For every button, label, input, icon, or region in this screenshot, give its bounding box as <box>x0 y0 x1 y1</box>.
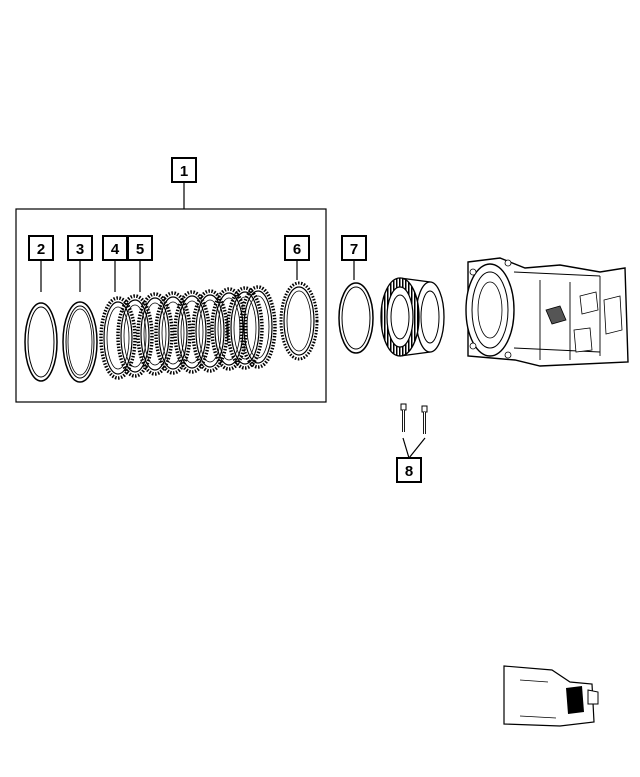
callout-1[interactable]: 1 <box>171 157 197 183</box>
callout-4[interactable]: 4 <box>102 235 128 261</box>
locator-thumbnail <box>503 665 599 727</box>
callout-4-label: 4 <box>111 241 120 258</box>
clutch-plate-2[interactable] <box>154 291 192 375</box>
callout-6[interactable]: 6 <box>284 235 310 261</box>
callout-7[interactable]: 7 <box>341 235 367 261</box>
clutch-disc-3[interactable] <box>173 290 211 374</box>
clutch-pack <box>99 285 277 380</box>
clutch-plate-3[interactable] <box>191 289 229 373</box>
clutch-hub[interactable] <box>380 277 445 357</box>
bolts[interactable] <box>400 403 428 434</box>
snap-ring[interactable] <box>24 302 58 382</box>
spacer-ring[interactable] <box>338 282 374 354</box>
callout-2-label: 2 <box>37 241 45 258</box>
clutch-disc-5[interactable] <box>239 285 277 369</box>
callout-8[interactable]: 8 <box>396 457 422 483</box>
callout-7-label: 7 <box>350 241 358 258</box>
pressure-plate[interactable] <box>62 301 98 383</box>
clutch-plate-4[interactable] <box>226 286 264 370</box>
callout-8-leader-b <box>408 437 426 459</box>
clutch-disc[interactable] <box>99 296 137 380</box>
clutch-plate[interactable] <box>116 294 154 378</box>
callout-5[interactable]: 5 <box>127 235 153 261</box>
callout-8-label: 8 <box>405 463 413 480</box>
callout-8-leader-a <box>402 437 410 459</box>
callout-1-label: 1 <box>180 163 188 180</box>
clutch-pack-group-frame <box>15 208 327 403</box>
callout-5-label: 5 <box>136 241 144 258</box>
callout-2[interactable]: 2 <box>28 235 54 261</box>
reaction-plate[interactable] <box>279 281 319 361</box>
callout-3-label: 3 <box>76 241 84 258</box>
transmission-case[interactable] <box>465 257 629 367</box>
callout-6-label: 6 <box>293 241 301 258</box>
callout-3[interactable]: 3 <box>67 235 93 261</box>
clutch-disc-2[interactable] <box>136 292 174 376</box>
